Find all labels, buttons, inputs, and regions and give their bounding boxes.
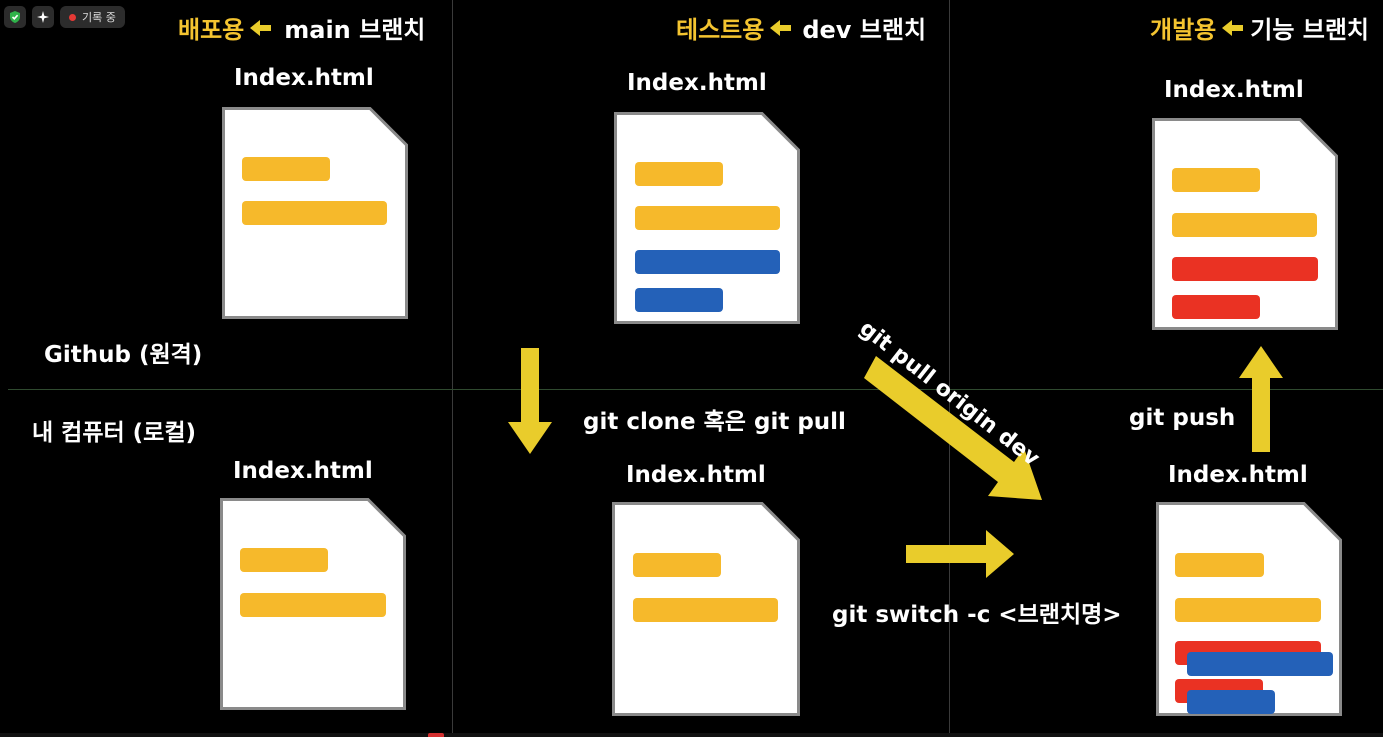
row-label-local: 내 컴퓨터 (로컬)	[32, 420, 196, 446]
content-bar	[635, 206, 780, 230]
command-switch: git switch -c <브랜치명>	[832, 602, 1122, 628]
content-bar	[635, 288, 723, 312]
divider-right	[949, 0, 950, 737]
heading-feature-label: 개발용	[1150, 16, 1217, 44]
file-name-remote-main: Index.html	[234, 65, 374, 91]
document-icon-remote-feature	[1152, 118, 1338, 330]
document-icon-local-dev	[612, 502, 800, 716]
heading-feature: 개발용 기능 브랜치	[1150, 10, 1369, 45]
content-bar	[1187, 690, 1275, 714]
content-bar	[242, 157, 330, 181]
notification-badge	[428, 733, 444, 737]
file-name-local-main: Index.html	[233, 458, 373, 484]
divider-left	[452, 0, 453, 737]
bottom-toolbar-edge	[0, 733, 1383, 737]
recording-label: 기록 중	[82, 11, 116, 24]
content-bar	[635, 162, 723, 186]
content-bar	[633, 598, 778, 622]
record-dot-icon	[69, 13, 76, 21]
heading-main-label: 배포용	[178, 16, 245, 44]
command-push: git push	[1129, 405, 1236, 431]
command-clone-pull: git clone 혹은 git pull	[583, 409, 846, 435]
arrow-diagonal-pull-origin	[864, 356, 1046, 502]
heading-main: 배포용 main 브랜치	[178, 10, 425, 45]
heading-dev-label: 테스트용	[676, 16, 765, 44]
content-bar	[240, 548, 328, 572]
content-bar	[242, 201, 387, 225]
document-icon-remote-dev	[614, 112, 800, 324]
heading-feature-branch: 기능 브랜치	[1250, 16, 1370, 44]
document-icon-local-feature	[1156, 502, 1342, 716]
recording-indicator[interactable]: 기록 중	[60, 6, 125, 28]
content-bar	[635, 250, 780, 274]
file-name-local-feature: Index.html	[1168, 462, 1308, 488]
file-name-remote-dev: Index.html	[627, 70, 767, 96]
content-bar	[1175, 598, 1321, 622]
content-bar	[633, 553, 721, 577]
left-arrow-icon	[1222, 19, 1244, 36]
content-bar	[1172, 295, 1260, 319]
file-name-local-dev: Index.html	[626, 462, 766, 488]
heading-dev-branch: dev 브랜치	[802, 16, 927, 44]
recording-toolbar: 기록 중	[4, 6, 125, 28]
document-icon-remote-main	[222, 107, 408, 319]
content-bar	[1187, 652, 1333, 676]
row-label-remote: Github (원격)	[44, 342, 203, 368]
content-bar	[240, 593, 386, 617]
content-bar	[1172, 213, 1317, 237]
divider-horizontal	[8, 389, 1383, 390]
left-arrow-icon	[250, 19, 272, 36]
heading-main-branch: main 브랜치	[284, 16, 426, 44]
content-bar	[1175, 553, 1264, 577]
sparkle-icon[interactable]	[32, 6, 54, 28]
document-icon-local-main	[220, 498, 406, 710]
arrow-right-switch	[906, 530, 1016, 578]
left-arrow-icon	[770, 19, 792, 36]
arrow-down-clone	[508, 348, 552, 454]
content-bar	[1172, 168, 1260, 192]
content-bar	[1172, 257, 1318, 281]
shield-check-icon[interactable]	[4, 6, 26, 28]
arrow-up-push	[1239, 346, 1283, 452]
file-name-remote-feature: Index.html	[1164, 77, 1304, 103]
heading-dev: 테스트용 dev 브랜치	[676, 10, 926, 45]
